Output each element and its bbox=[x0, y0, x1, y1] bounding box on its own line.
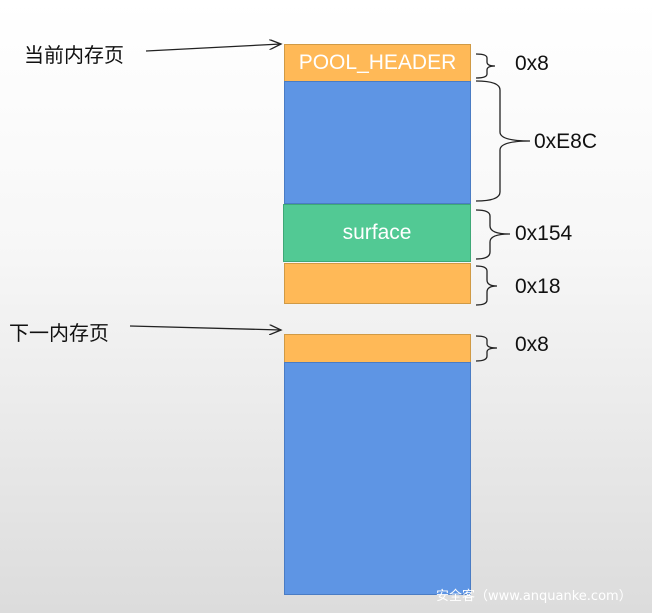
surface-block: surface bbox=[283, 204, 471, 262]
next-page-label: 下一内存页 bbox=[9, 321, 109, 345]
next-page-body-block bbox=[284, 362, 471, 595]
size-header: 0x8 bbox=[515, 52, 549, 75]
brace-body bbox=[475, 80, 531, 202]
brace-surface bbox=[475, 209, 511, 260]
surface-label: surface bbox=[342, 221, 412, 244]
pool-header-block: POOL_HEADER bbox=[284, 44, 471, 82]
size-next-header: 0x8 bbox=[515, 333, 549, 356]
size-body: 0xE8C bbox=[534, 130, 598, 153]
watermark: 安全客（www.anquanke.com） bbox=[436, 589, 632, 604]
arrow-next bbox=[129, 326, 281, 330]
brace-next-header bbox=[475, 335, 498, 362]
page-body-block bbox=[284, 81, 471, 204]
size-tail: 0x18 bbox=[515, 275, 561, 298]
brace-header bbox=[475, 53, 496, 79]
tail-block bbox=[284, 263, 471, 304]
arrow-current bbox=[145, 44, 281, 52]
brace-tail bbox=[475, 265, 498, 306]
pool-header-label: POOL_HEADER bbox=[298, 51, 457, 74]
size-surface: 0x154 bbox=[515, 222, 573, 245]
current-page-label: 当前内存页 bbox=[24, 43, 124, 67]
